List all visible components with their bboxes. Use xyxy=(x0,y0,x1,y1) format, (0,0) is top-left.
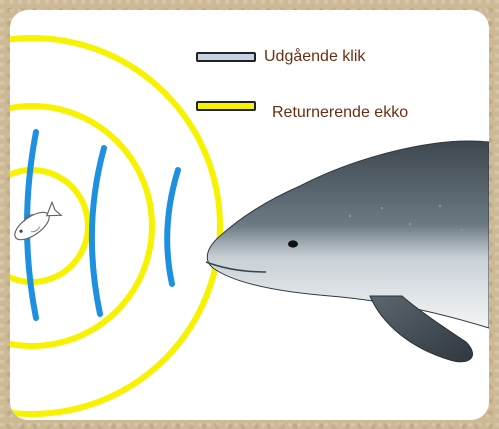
legend-label-echo: Returnerende ekko xyxy=(272,104,408,122)
echolocation-diagram xyxy=(10,10,489,420)
legend-label-outgoing: Udgående klik xyxy=(264,48,365,66)
returning-echo-swatch xyxy=(196,101,256,111)
diagram-panel: Udgående klik Returnerende ekko xyxy=(10,10,489,420)
outgoing-click-swatch xyxy=(196,52,256,62)
legend-item-echo: Returnerende ekko xyxy=(196,90,408,122)
legend-item-outgoing: Udgående klik xyxy=(196,48,365,66)
fish-icon xyxy=(10,200,62,245)
porpoise-illustration xyxy=(206,141,489,362)
click-arc-3 xyxy=(167,170,178,284)
click-arc-2 xyxy=(92,148,104,314)
